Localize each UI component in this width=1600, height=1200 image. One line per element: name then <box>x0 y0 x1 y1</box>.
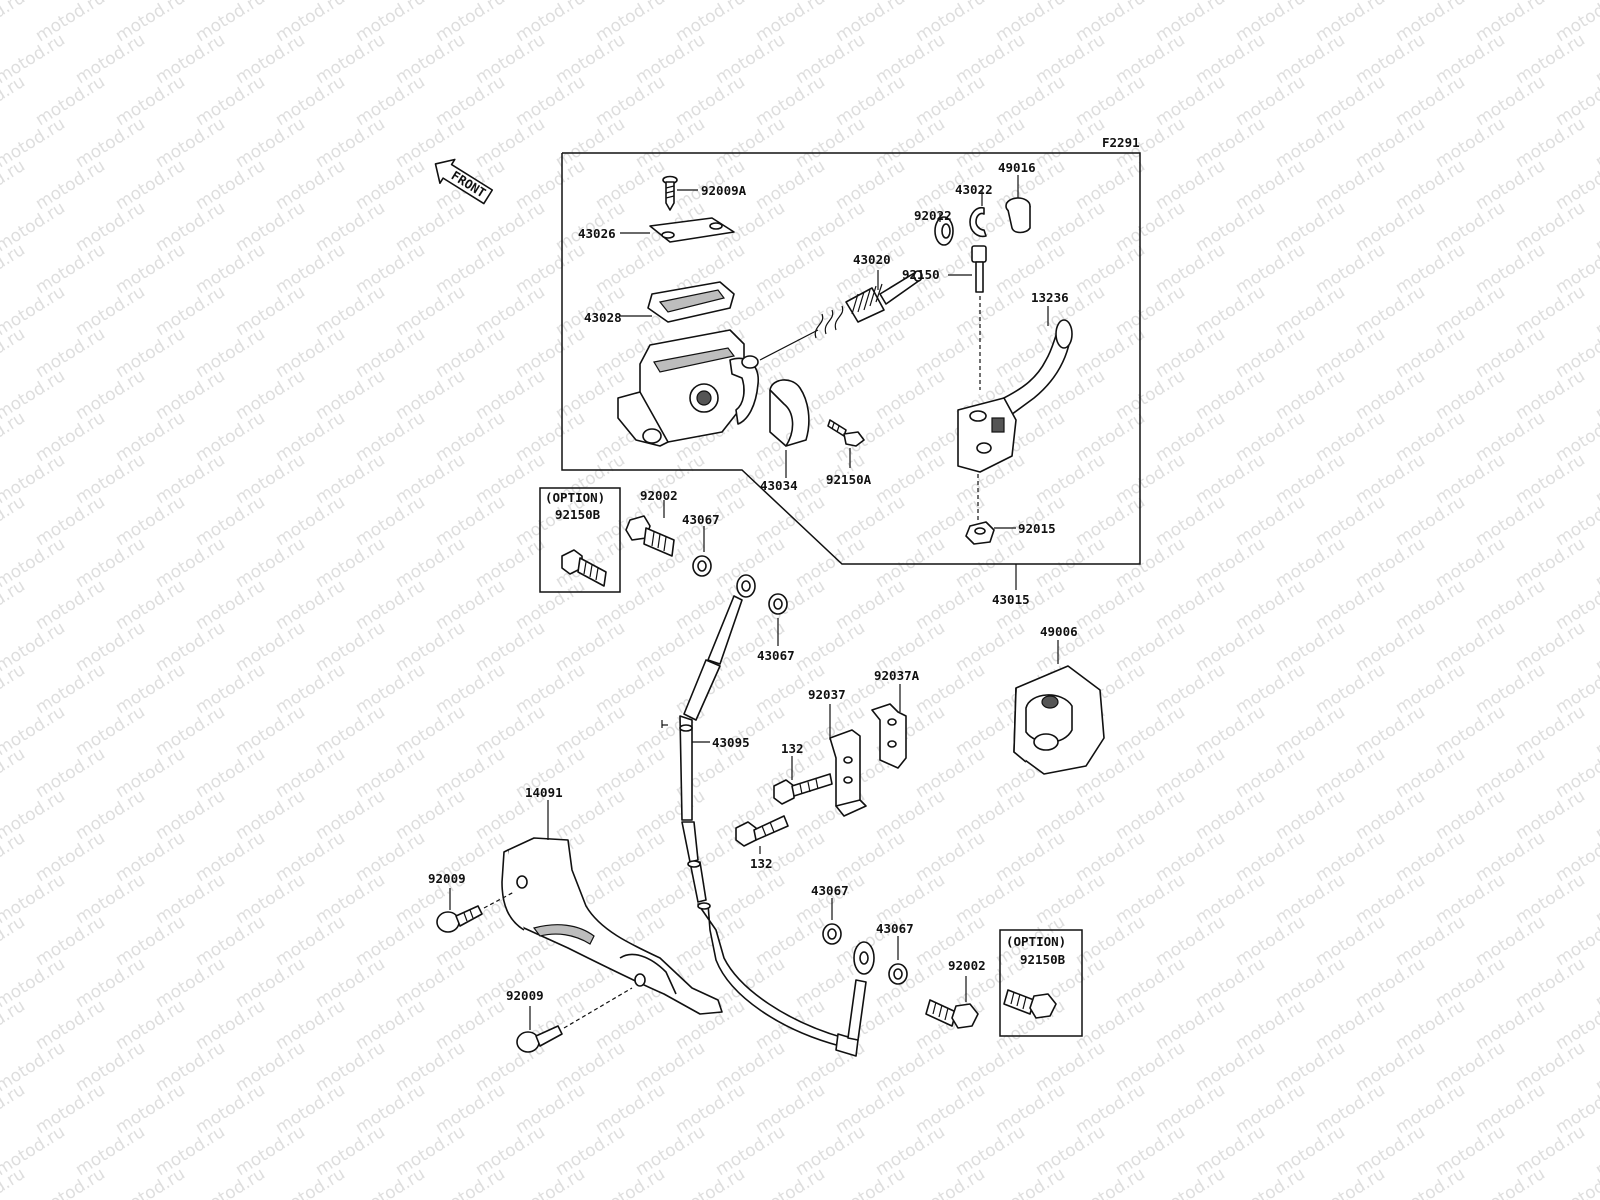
label-43067-top: 43067 <box>682 512 720 527</box>
label-13236: 13236 <box>1031 290 1069 305</box>
label-43034: 43034 <box>760 478 798 493</box>
lever-holder-icon <box>957 397 1017 473</box>
guard-49006-icon <box>1013 665 1105 775</box>
label-132-top: 132 <box>781 741 804 756</box>
label-92037A: 92037A <box>874 668 920 683</box>
label-92150A: 92150A <box>826 472 872 487</box>
label-49016: 49016 <box>998 160 1036 175</box>
master-cylinder-body-icon <box>617 329 759 447</box>
label-132-bottom: 132 <box>750 856 773 871</box>
label-92002-bottom: 92002 <box>948 958 986 973</box>
washer-43067-mid-icon <box>768 593 788 615</box>
screw-92009A-icon <box>662 175 678 211</box>
option-box-top <box>539 487 621 593</box>
washer-43067-low1-icon <box>822 923 842 945</box>
washer-43067-top-icon <box>692 555 712 577</box>
lower-guard-14091-icon <box>501 837 723 1015</box>
nut-92015-icon <box>965 521 995 545</box>
label-92037: 92037 <box>808 687 846 702</box>
bolt-132-bottom-icon <box>735 815 789 847</box>
bolt-132-top-icon <box>773 773 833 805</box>
label-43015: 43015 <box>992 592 1030 607</box>
banjo-bolt-92002-bottom-icon <box>925 999 979 1029</box>
label-92150B-bottom: 92150B <box>1020 952 1066 967</box>
washer-43067-low2-icon <box>888 963 908 985</box>
label-92009-bottom: 92009 <box>506 988 544 1003</box>
clamp-43034-icon <box>769 379 810 447</box>
master-cylinder-assembly-frame <box>561 152 1141 565</box>
option-box-bottom <box>999 929 1083 1037</box>
pivot-bolt-92150-icon <box>971 245 987 293</box>
boot-49016-icon <box>1005 197 1031 234</box>
front-badge-text: FRONT <box>449 168 489 201</box>
reservoir-cap-43026-icon <box>649 217 735 243</box>
front-arrow-icon: FRONT <box>434 158 494 205</box>
clutch-lever-13236-icon <box>999 319 1073 421</box>
label-92009A: 92009A <box>701 183 747 198</box>
piston-spring-43020-icon <box>814 270 923 339</box>
option-label-bottom: (OPTION) <box>1006 934 1066 949</box>
label-43020: 43020 <box>853 252 891 267</box>
circlip-43022-icon <box>969 206 987 238</box>
banjo-bolt-92002-top-icon <box>625 515 675 557</box>
washer-92022-icon <box>934 216 954 246</box>
diaphragm-43028-icon <box>647 281 735 323</box>
label-43028: 43028 <box>584 310 622 325</box>
label-43022: 43022 <box>955 182 993 197</box>
bolt-92009-bottom-icon <box>516 1025 563 1053</box>
label-92009-top: 92009 <box>428 871 466 886</box>
label-14091: 14091 <box>525 785 563 800</box>
label-92015: 92015 <box>1018 521 1056 536</box>
bolt-92150B-top-icon <box>561 549 607 587</box>
label-43026: 43026 <box>578 226 616 241</box>
label-92150B-top: 92150B <box>555 507 601 522</box>
bolt-92150B-bottom-icon <box>1003 989 1057 1019</box>
label-49006: 49006 <box>1040 624 1078 639</box>
label-92022: 92022 <box>914 208 952 223</box>
label-43067-low2: 43067 <box>876 921 914 936</box>
label-92002-top: 92002 <box>640 488 678 503</box>
label-43095: 43095 <box>712 735 750 750</box>
clamp-92037-icon <box>829 729 867 817</box>
clamp-92037A-icon <box>871 703 907 769</box>
label-43067-low1: 43067 <box>811 883 849 898</box>
figure-code: F2291 <box>1102 135 1140 150</box>
label-43067-mid: 43067 <box>757 648 795 663</box>
clutch-hose-43095-icon <box>661 574 875 1057</box>
bolt-92150A-icon <box>827 419 865 447</box>
bolt-92009-top-icon <box>436 905 483 933</box>
option-label-top: (OPTION) <box>545 490 605 505</box>
label-92150: 92150 <box>902 267 940 282</box>
